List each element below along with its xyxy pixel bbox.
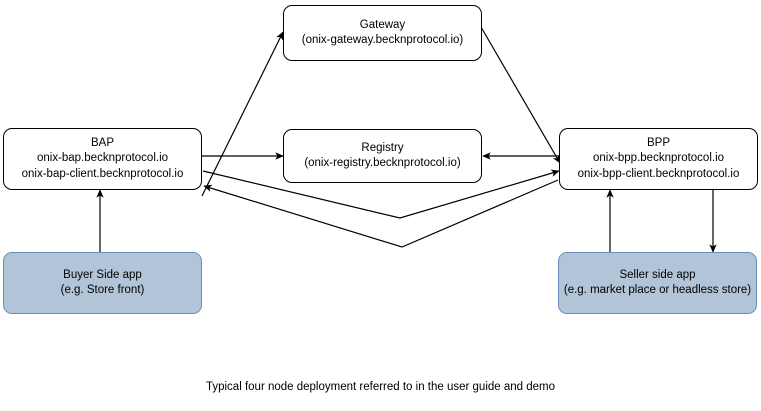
node-registry-title: Registry <box>361 141 404 154</box>
node-seller-side-app-title: Seller side app <box>619 268 696 281</box>
node-buyer-side-app[interactable]: Buyer Side app (e.g. Store front) <box>3 252 202 314</box>
node-bap-title: BAP <box>90 136 114 149</box>
edge-bap-to-gateway <box>201 31 284 197</box>
node-gateway[interactable]: Gateway (onix-gateway.becknprotocol.io) <box>283 5 482 61</box>
node-gateway-host: (onix-gateway.becknprotocol.io) <box>301 34 464 46</box>
node-buyer-side-app-subtitle: (e.g. Store front) <box>60 284 145 296</box>
edge-bap-to-bpp <box>202 169 560 219</box>
node-registry-host: (onix-registry.becknprotocol.io) <box>304 157 461 169</box>
node-registry[interactable]: Registry (onix-registry.becknprotocol.io… <box>283 129 482 183</box>
node-bpp[interactable]: BPP onix-bpp.becknprotocol.io onix-bpp-c… <box>559 128 758 190</box>
edge-bpp-to-bap <box>203 179 559 248</box>
node-bap-host-primary: onix-bap.becknprotocol.io <box>36 152 169 165</box>
diagram-caption: Typical four node deployment referred to… <box>205 381 556 393</box>
node-bpp-host-client: onix-bpp-client.becknprotocol.io <box>577 167 740 180</box>
node-seller-side-app-subtitle: (e.g. market place or headless store) <box>563 284 752 296</box>
node-gateway-title: Gateway <box>359 18 406 31</box>
edge-gateway-to-bpp <box>480 26 561 164</box>
node-bap[interactable]: BAP onix-bap.becknprotocol.io onix-bap-c… <box>3 128 202 190</box>
node-bpp-host-primary: onix-bpp.becknprotocol.io <box>592 152 725 165</box>
node-seller-side-app[interactable]: Seller side app (e.g. market place or he… <box>558 252 757 314</box>
node-buyer-side-app-title: Buyer Side app <box>63 268 142 281</box>
node-bpp-title: BPP <box>646 136 670 149</box>
node-bap-host-client: onix-bap-client.becknprotocol.io <box>21 167 184 180</box>
